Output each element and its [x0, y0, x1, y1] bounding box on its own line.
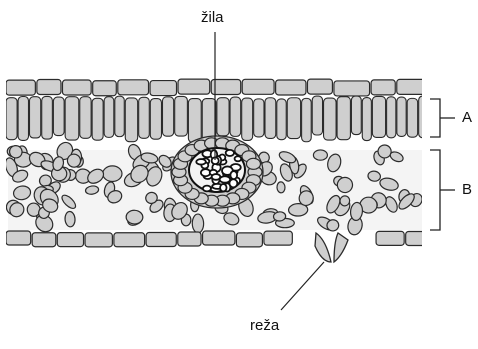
epidermis-cell	[236, 233, 262, 247]
palisade-cell	[337, 97, 350, 140]
epidermis-cell	[114, 233, 145, 247]
palisade-cell	[6, 98, 17, 140]
vein-bundle	[171, 136, 263, 208]
epidermis-cell	[32, 233, 56, 247]
palisade-cell	[217, 98, 229, 136]
vessel-cell	[203, 186, 211, 192]
epidermis-cell	[397, 79, 433, 94]
vessel-cell	[226, 150, 234, 156]
stoma-guard-cells	[315, 233, 348, 262]
palisade-cell	[18, 97, 28, 141]
palisade-cell	[351, 96, 361, 134]
spongy-cell	[277, 182, 286, 193]
epidermis-cell	[37, 79, 61, 94]
vessel-cell	[212, 174, 221, 180]
vessel-cell	[230, 171, 237, 179]
epidermis-cell	[376, 231, 404, 245]
epidermis-cell	[371, 80, 395, 95]
epidermis-cell	[57, 233, 83, 247]
pore-pointer-line	[281, 262, 324, 310]
palisade-cell	[362, 98, 371, 141]
palisade-cell	[397, 97, 406, 136]
epidermis-cell	[307, 79, 332, 94]
palisade-cell	[372, 96, 385, 137]
epidermis-cell	[211, 79, 240, 94]
epidermis-cell	[93, 81, 117, 96]
bracket-b	[430, 150, 440, 230]
epidermis-cell	[264, 231, 292, 245]
palisade-cell	[139, 97, 150, 138]
epidermis-cell	[203, 231, 235, 245]
vessel-cell	[235, 156, 242, 161]
epidermis-cell	[276, 80, 306, 95]
epidermis-cell	[62, 80, 91, 95]
upper-epidermis	[6, 79, 433, 96]
spongy-cell	[103, 166, 122, 182]
palisade-cell	[30, 97, 41, 138]
palisade-cell	[419, 96, 429, 138]
palisade-cell	[80, 97, 91, 139]
palisade-cell	[254, 99, 264, 137]
palisade-cell	[230, 97, 241, 136]
epidermis-cell	[6, 231, 31, 245]
epidermis-cell	[118, 80, 149, 95]
palisade-cell	[125, 98, 137, 142]
spongy-cell	[192, 214, 204, 233]
epidermis-cell	[178, 232, 201, 246]
palisade-cell	[387, 97, 396, 138]
palisade-cell	[277, 99, 286, 140]
vessel-cell	[220, 184, 226, 192]
vessel-cell	[229, 179, 237, 187]
palisade-cell	[188, 99, 201, 143]
palisade-cell	[175, 96, 188, 136]
palisade-cell	[104, 97, 114, 138]
vessel-cell	[196, 159, 205, 164]
layer-a-label: A	[462, 110, 472, 125]
palisade-cell	[115, 96, 124, 136]
palisade-cell	[407, 98, 417, 137]
epidermis-cell	[85, 233, 112, 247]
palisade-cell	[150, 99, 161, 140]
epidermis-cell	[150, 81, 176, 96]
vein-label: žila	[201, 10, 224, 25]
palisade-cell	[202, 99, 216, 141]
lower-epidermis	[6, 231, 438, 247]
epidermis-cell	[242, 79, 274, 94]
palisade-cell	[42, 96, 53, 139]
palisade-cell	[265, 98, 276, 139]
palisade-cell	[92, 98, 103, 140]
bracket-a	[430, 99, 440, 137]
epidermis-cell	[6, 80, 35, 95]
spongy-cell	[126, 210, 143, 224]
palisade-cell	[302, 98, 312, 141]
palisade-cell	[324, 98, 337, 140]
palisade-cell	[242, 98, 253, 140]
pore-label: reža	[250, 318, 279, 333]
epidermis-cell	[334, 81, 370, 96]
palisade-cell	[312, 96, 322, 135]
spongy-cell	[273, 211, 286, 221]
spongy-cell	[313, 150, 327, 160]
palisade-cell	[287, 98, 300, 139]
palisade-cell	[53, 97, 64, 135]
palisade-cell	[65, 97, 79, 140]
spongy-cell	[65, 211, 76, 227]
epidermis-cell	[146, 233, 176, 247]
epidermis-cell	[178, 79, 210, 94]
layer-b-label: B	[462, 182, 472, 197]
sheath-cell	[246, 158, 260, 169]
epidermis-cell	[406, 231, 438, 245]
palisade-cell	[162, 97, 173, 136]
